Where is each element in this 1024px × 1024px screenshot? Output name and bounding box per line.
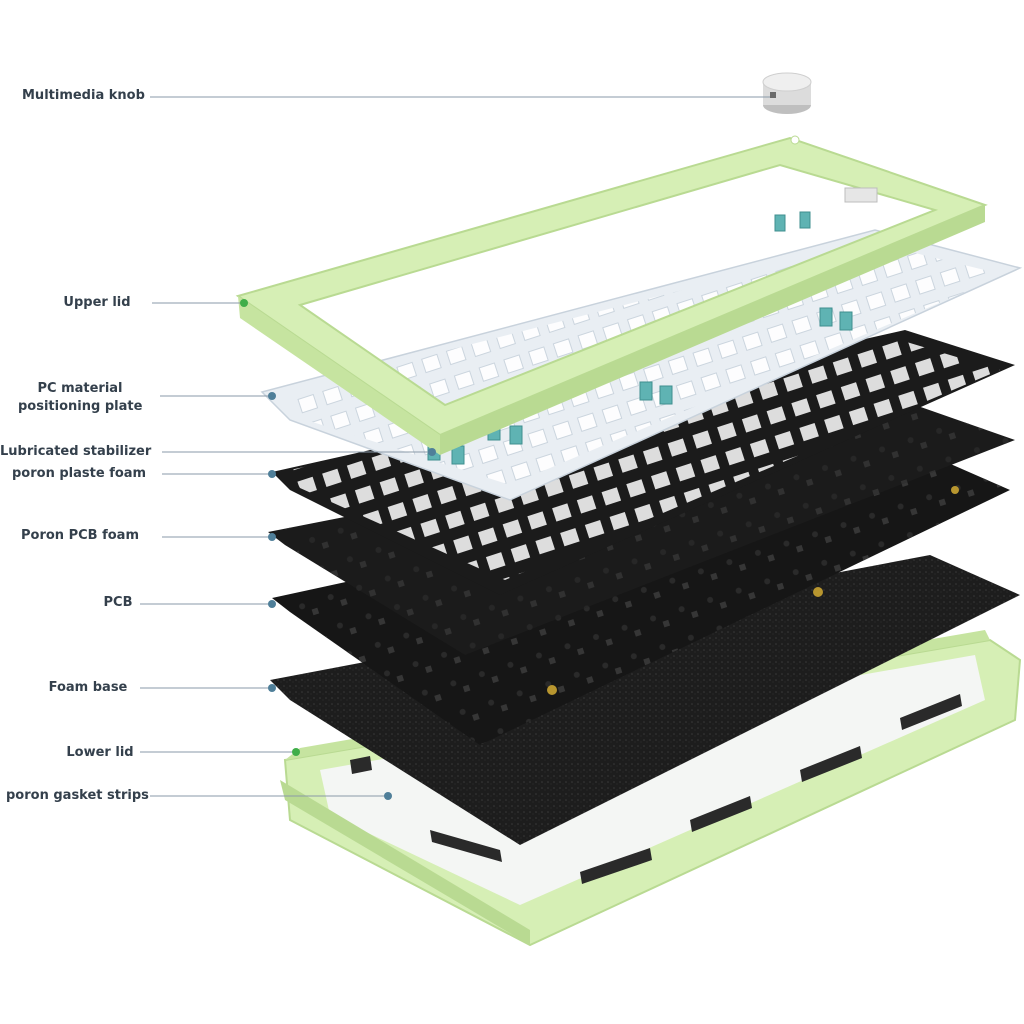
label-lower-lid: Lower lid (66, 745, 134, 760)
poron-plate-foam (272, 330, 1015, 595)
label-poron-pcb-foam: Poron PCB foam (21, 528, 139, 543)
leader-dots (240, 299, 436, 800)
multimedia-knob (762, 72, 812, 114)
label-foam-base: Foam base (48, 680, 128, 695)
pcb (272, 455, 1010, 745)
foam-base (270, 555, 1020, 845)
label-pc-plate-line2: positioning plate (18, 399, 143, 414)
usb-connector (844, 187, 878, 203)
label-pc-plate: PC material positioning plate (18, 380, 142, 416)
label-pcb: PCB (103, 595, 133, 610)
leader-lines (140, 96, 770, 797)
label-multimedia-knob: Multimedia knob (22, 88, 145, 103)
label-pc-plate-line1: PC material (37, 381, 123, 396)
upper-lid (235, 135, 988, 455)
label-poron-plate-foam: poron plaste foam (12, 466, 147, 481)
label-lubricated-stabilizer: Lubricated stabilizer (0, 444, 152, 459)
label-upper-lid: Upper lid (63, 295, 131, 310)
label-poron-gasket-strips: poron gasket strips (6, 788, 149, 803)
